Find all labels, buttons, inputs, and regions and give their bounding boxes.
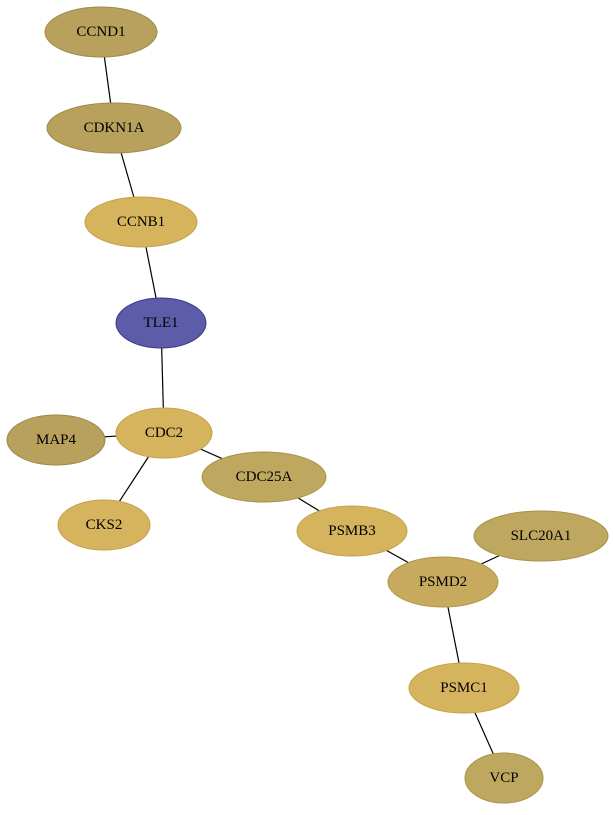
- node-cdc25a[interactable]: CDC25A: [201, 451, 327, 503]
- node-label-psmd2: PSMD2: [419, 574, 467, 590]
- node-shape-cdc2[interactable]: [115, 407, 213, 459]
- node-shape-psmb3[interactable]: [296, 505, 408, 557]
- node-map4[interactable]: MAP4: [6, 414, 106, 466]
- node-shape-tle1[interactable]: [115, 297, 207, 349]
- node-ccnd1[interactable]: CCND1: [44, 6, 158, 58]
- node-shape-psmc1[interactable]: [408, 662, 520, 714]
- node-label-cks2: CKS2: [86, 517, 123, 533]
- node-label-vcp: VCP: [489, 770, 518, 786]
- node-cks2[interactable]: CKS2: [57, 499, 151, 551]
- node-label-ccnd1: CCND1: [76, 24, 125, 40]
- node-label-map4: MAP4: [36, 432, 77, 448]
- node-label-cdc25a: CDC25A: [236, 469, 293, 485]
- node-ccnb1[interactable]: CCNB1: [84, 196, 198, 248]
- node-label-psmb3: PSMB3: [328, 523, 376, 539]
- node-shape-ccnb1[interactable]: [84, 196, 198, 248]
- node-shape-cdkn1a[interactable]: [46, 102, 182, 154]
- node-shape-psmd2[interactable]: [387, 556, 499, 608]
- node-shape-map4[interactable]: [6, 414, 106, 466]
- node-label-cdkn1a: CDKN1A: [84, 120, 145, 136]
- node-cdkn1a[interactable]: CDKN1A: [46, 102, 182, 154]
- node-label-cdc2: CDC2: [145, 425, 183, 441]
- node-shape-ccnd1[interactable]: [44, 6, 158, 58]
- node-psmb3[interactable]: PSMB3: [296, 505, 408, 557]
- node-label-slc20a1: SLC20A1: [511, 528, 572, 544]
- node-label-tle1: TLE1: [144, 315, 179, 331]
- node-shape-cks2[interactable]: [57, 499, 151, 551]
- node-psmc1[interactable]: PSMC1: [408, 662, 520, 714]
- node-label-psmc1: PSMC1: [440, 680, 488, 696]
- node-psmd2[interactable]: PSMD2: [387, 556, 499, 608]
- node-vcp[interactable]: VCP: [464, 752, 544, 804]
- node-tle1[interactable]: TLE1: [115, 297, 207, 349]
- node-cdc2[interactable]: CDC2: [115, 407, 213, 459]
- node-shape-vcp[interactable]: [464, 752, 544, 804]
- node-shape-cdc25a[interactable]: [201, 451, 327, 503]
- node-slc20a1[interactable]: SLC20A1: [473, 510, 609, 562]
- node-label-ccnb1: CCNB1: [117, 214, 165, 230]
- node-shape-slc20a1[interactable]: [473, 510, 609, 562]
